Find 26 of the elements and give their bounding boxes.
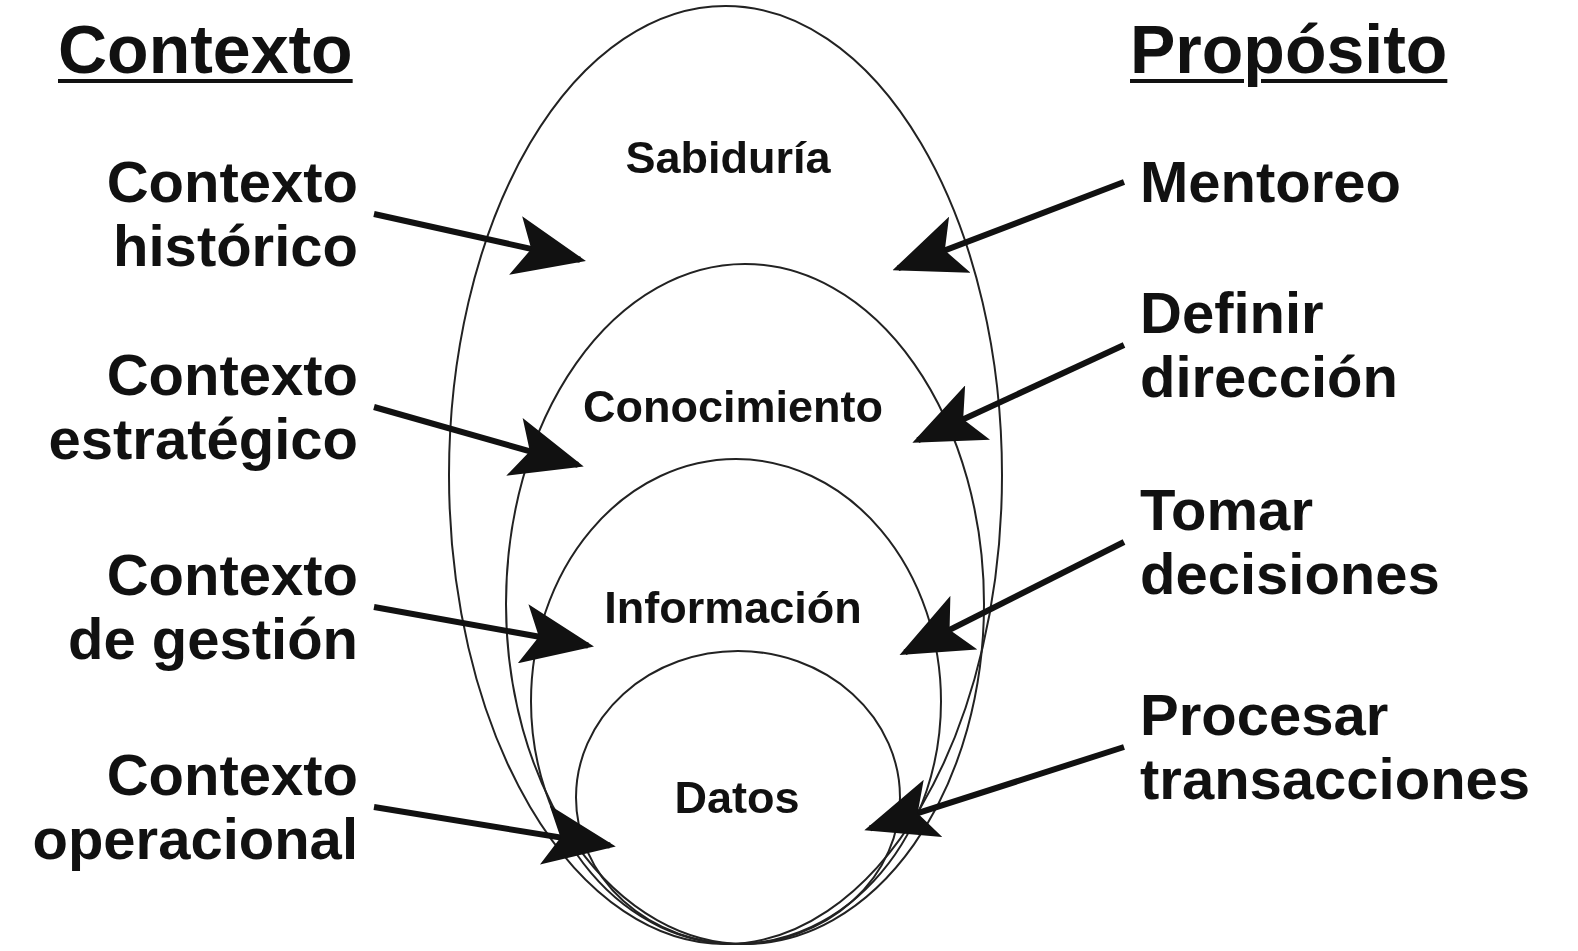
side-label: Contexto histórico: [18, 150, 358, 278]
arrow: [373, 804, 616, 865]
ellipse-layer: [505, 263, 985, 945]
side-label: Tomar decisiones: [1140, 478, 1520, 606]
side-label: Contexto operacional: [18, 743, 358, 871]
ellipse-layer: [575, 650, 901, 945]
layer-label: Conocimiento: [583, 381, 883, 433]
column-heading: Contexto: [58, 10, 353, 88]
layer-label: Sabiduría: [625, 132, 831, 184]
ellipse-layer: [530, 458, 942, 945]
arrow: [373, 604, 594, 664]
layer-label: Datos: [674, 772, 800, 824]
side-label: Contexto de gestión: [38, 543, 358, 671]
arrow: [892, 179, 1126, 273]
side-label: Procesar transacciones: [1140, 683, 1570, 811]
column-heading: Propósito: [1130, 10, 1448, 88]
layer-label: Información: [604, 582, 862, 634]
arrow: [899, 539, 1126, 655]
arrow: [373, 404, 584, 476]
arrow: [373, 211, 586, 275]
ellipse-layer: [448, 5, 1003, 945]
arrow: [912, 342, 1126, 444]
side-label: Contexto estratégico: [18, 343, 358, 471]
arrow: [864, 744, 1125, 837]
side-label: Definir dirección: [1140, 281, 1440, 409]
side-label: Mentoreo: [1140, 150, 1440, 214]
